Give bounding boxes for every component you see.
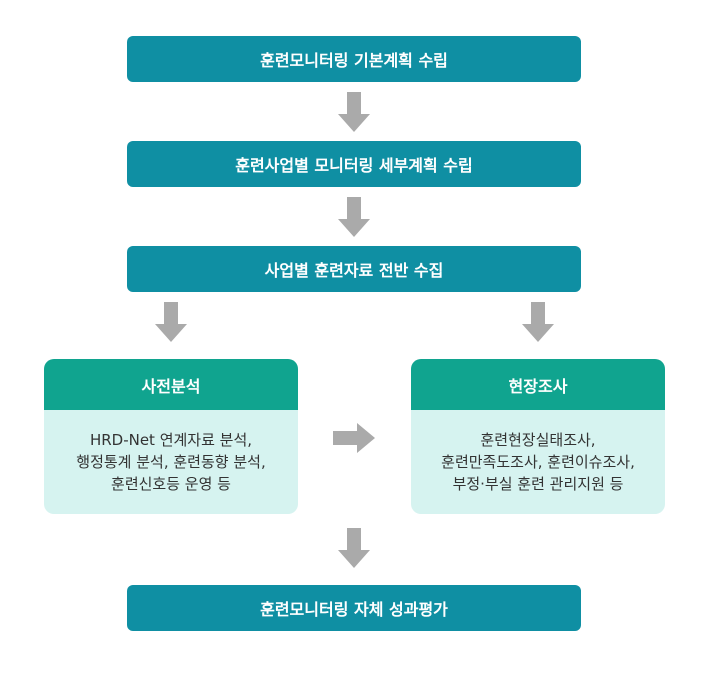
panel-line: 훈련신호등 운영 등: [111, 475, 231, 493]
panel-title: 현장조사: [411, 359, 665, 410]
panel-line: HRD-Net 연계자료 분석,: [89, 431, 253, 449]
step-training-monitoring-basic-plan: 훈련모니터링 기본계획 수립: [127, 36, 581, 82]
panel-body: HRD-Net 연계자료 분석, 행정통계 분석, 훈련동향 분석, 훈련신호등…: [44, 410, 298, 514]
arrow-down-icon: [155, 302, 187, 342]
panel-title: 사전분석: [44, 359, 298, 410]
step-label: 사업별 훈련자료 전반 수집: [264, 261, 444, 280]
panel-line: 부정·부실 훈련 관리지원 등: [452, 475, 624, 493]
panel-line: 행정통계 분석, 훈련동향 분석,: [76, 453, 266, 471]
step-label: 훈련모니터링 기본계획 수립: [260, 51, 448, 70]
step-self-performance-evaluation: 훈련모니터링 자체 성과평가: [127, 585, 581, 631]
pre-analysis-panel: 사전분석 HRD-Net 연계자료 분석, 행정통계 분석, 훈련동향 분석, …: [44, 359, 298, 514]
step-detailed-monitoring-plan: 훈련사업별 모니터링 세부계획 수립: [127, 141, 581, 187]
arrow-down-icon: [338, 197, 370, 237]
panel-body: 훈련현장실태조사, 훈련만족도조사, 훈련이슈조사, 부정·부실 훈련 관리지원…: [411, 410, 665, 514]
step-label: 훈련사업별 모니터링 세부계획 수립: [235, 156, 473, 175]
arrow-down-icon: [338, 528, 370, 568]
panel-line: 훈련현장실태조사,: [480, 431, 596, 449]
field-survey-panel: 현장조사 훈련현장실태조사, 훈련만족도조사, 훈련이슈조사, 부정·부실 훈련…: [411, 359, 665, 514]
step-collect-training-data: 사업별 훈련자료 전반 수집: [127, 246, 581, 292]
arrow-down-icon: [522, 302, 554, 342]
panel-line: 훈련만족도조사, 훈련이슈조사,: [441, 453, 635, 471]
arrow-right-icon: [333, 423, 375, 453]
arrow-down-icon: [338, 92, 370, 132]
step-label: 훈련모니터링 자체 성과평가: [260, 600, 448, 619]
